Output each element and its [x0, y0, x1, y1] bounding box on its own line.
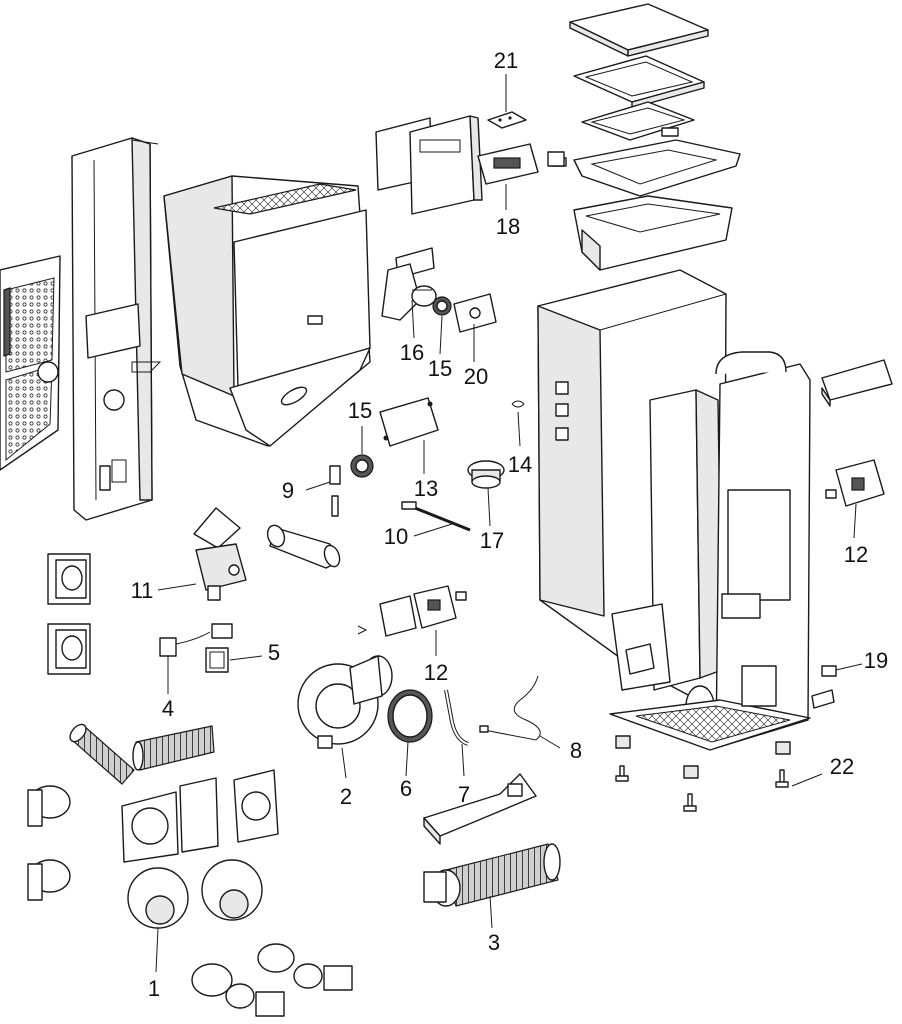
rear-panel [71, 137, 162, 521]
callout-5: 5 [268, 640, 280, 665]
leader-lines [155, 74, 863, 973]
callout-3: 3 [488, 930, 500, 955]
callout-9: 9 [282, 478, 294, 503]
hopper-top-frame [551, 127, 741, 197]
lid-frame [573, 55, 705, 109]
lid-gasket [581, 101, 695, 141]
callout-12-right: 12 [844, 542, 868, 567]
callout-22: 22 [830, 754, 854, 779]
main-body-frame [537, 269, 811, 751]
feet-22 [615, 735, 791, 812]
flue-pipe-16 [381, 247, 437, 321]
display-board-21 [487, 111, 527, 129]
switch-plate-12-mid [357, 585, 467, 637]
callout-18: 18 [496, 214, 520, 239]
bracket-9 [329, 465, 341, 517]
gasket-6 [387, 689, 433, 743]
controller-11 [193, 507, 247, 601]
mounting-bracket [423, 773, 537, 845]
fitting-19 [811, 665, 837, 709]
callout-11: 11 [131, 578, 154, 603]
callout-13: 13 [414, 476, 438, 501]
callout-17: 17 [480, 528, 504, 553]
gasket-15 [350, 454, 374, 478]
side-grille-panel [0, 255, 61, 471]
duct-boxes [27, 769, 279, 901]
exhaust-fan-2 [297, 655, 393, 749]
callout-7: 7 [458, 782, 470, 807]
control-panel-frame [375, 115, 483, 215]
callout-8: 8 [570, 738, 582, 763]
front-trim-strip [821, 359, 893, 407]
control-display-18 [477, 143, 565, 185]
flue-gasket-15 [432, 296, 452, 316]
tangential-blower-3 [423, 843, 561, 907]
callout-2: 2 [340, 784, 352, 809]
convection-fans-1 [127, 859, 263, 929]
switch-plate-12-right [825, 459, 885, 507]
callout-12-mid: 12 [424, 660, 448, 685]
callout-6: 6 [400, 776, 412, 801]
power-cord-4 [159, 623, 233, 657]
hose-8 [479, 675, 541, 741]
callout-10: 10 [384, 524, 408, 549]
hopper-tray [573, 195, 733, 271]
callouts: 21 18 16 15 20 15 14 9 13 10 17 11 12 12… [131, 48, 889, 1001]
callout-14: 14 [508, 452, 532, 477]
hopper-body [163, 175, 371, 447]
top-lid [569, 3, 709, 57]
duct-adapters-left [47, 553, 91, 675]
fuse-holder-5 [205, 647, 229, 673]
callout-15-flue: 15 [428, 356, 452, 381]
ignitor-tube [266, 524, 341, 569]
cover-plate-13 [379, 397, 439, 447]
callout-4: 4 [162, 696, 174, 721]
clamps-and-flanges [191, 943, 353, 1017]
callout-16: 16 [400, 340, 424, 365]
callout-19: 19 [864, 648, 888, 673]
sensor-14 [511, 400, 525, 447]
flex-hoses [69, 723, 215, 785]
callout-21: 21 [494, 48, 518, 73]
flue-plate-20 [453, 293, 497, 333]
callout-20: 20 [464, 364, 488, 389]
tube-7 [444, 689, 469, 746]
pressure-switch-17 [467, 460, 505, 489]
callout-1: 1 [148, 976, 160, 1001]
ignitor-rod-10 [401, 501, 471, 532]
callout-15-gasket: 15 [348, 398, 372, 423]
